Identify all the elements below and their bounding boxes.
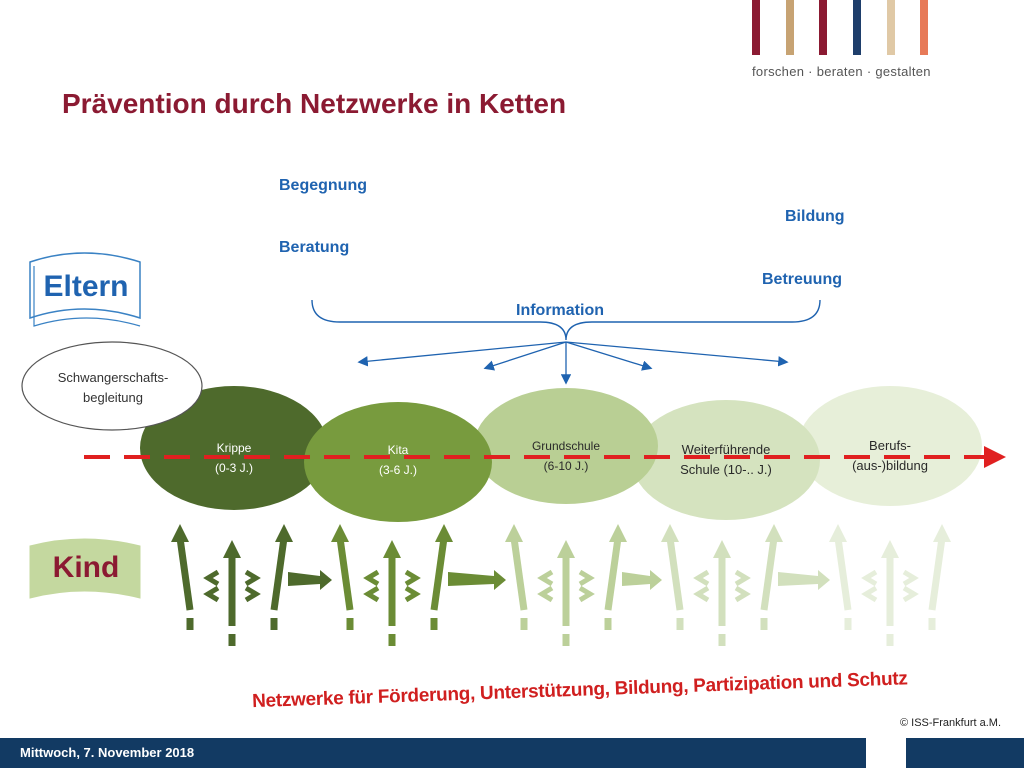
- bracket-mark: [861, 585, 878, 603]
- service-brace: [311, 299, 821, 341]
- kid-arrow: [331, 524, 354, 630]
- connector-arrow: [288, 570, 332, 590]
- bracket-mark: [203, 585, 220, 603]
- connector-arrow: [778, 570, 830, 590]
- kind-label: Kind: [52, 551, 120, 584]
- kid-figure-group: [505, 524, 627, 646]
- stage-age: (aus-)bildung: [852, 458, 928, 473]
- bracket-mark: [734, 585, 751, 603]
- pregnancy-line2: begleitung: [83, 390, 143, 405]
- bracket-mark: [537, 585, 554, 603]
- bracket-mark: [693, 585, 710, 603]
- kid-arrow: [383, 540, 401, 646]
- distribution-arrow: [565, 341, 653, 371]
- bracket-mark: [902, 569, 919, 587]
- label-beratung: Beratung: [279, 239, 350, 256]
- label-betreuung: Betreuung: [762, 271, 842, 288]
- distribution-arrow: [483, 341, 567, 371]
- pregnancy-label: Schwangerschafts- begleitung: [24, 368, 202, 408]
- bracket-mark: [861, 569, 878, 587]
- logo-bar: [786, 0, 794, 55]
- kid-arrow: [557, 540, 575, 646]
- connector-arrow: [622, 570, 662, 590]
- connector-arrow: [448, 570, 506, 590]
- stage-label-kita: Kita (3-6 J.): [338, 440, 458, 480]
- copyright: © ISS-Frankfurt a.M.: [900, 717, 1002, 729]
- stage-age: (6-10 J.): [543, 459, 589, 473]
- label-information: Information: [516, 302, 604, 319]
- stage-name: Grundschule: [531, 439, 601, 453]
- bracket-mark: [902, 585, 919, 603]
- stage-age: (0-3 J.): [214, 461, 253, 475]
- stage-label-krippe: Krippe (0-3 J.): [174, 438, 294, 478]
- bracket-mark: [203, 569, 220, 587]
- stage-label-weiterfuehrende: Weiterführende Schule (10-.. J.): [652, 440, 800, 480]
- stage-age: (3-6 J.): [378, 463, 417, 477]
- pregnancy-line1: Schwangerschafts-: [57, 370, 169, 385]
- bracket-mark: [404, 585, 421, 603]
- bracket-mark: [363, 569, 380, 587]
- kid-arrow: [713, 540, 731, 646]
- kid-arrow: [881, 540, 899, 646]
- kid-arrow: [661, 524, 684, 630]
- kid-arrow: [171, 524, 194, 630]
- kid-arrow: [928, 524, 951, 630]
- logo: [752, 0, 932, 55]
- page-title: Prävention durch Netzwerke in Ketten: [62, 88, 567, 119]
- bracket-mark: [244, 569, 261, 587]
- kid-figure-group: [171, 524, 293, 646]
- logo-bar: [853, 0, 861, 55]
- stage-label-berufsausbildung: Berufs- (aus-)bildung: [820, 436, 960, 476]
- kid-figure-group: [829, 524, 951, 646]
- stage-ellipse-kita: [304, 402, 492, 522]
- stage-name: Krippe: [216, 441, 252, 455]
- distribution-arrow: [565, 341, 789, 367]
- kid-arrow: [604, 524, 627, 630]
- label-bildung: Bildung: [785, 208, 845, 225]
- stage-ellipse-berufsausbildung: [798, 386, 982, 506]
- stage-age: Schule (10-.. J.): [680, 462, 772, 477]
- bracket-mark: [578, 569, 595, 587]
- stage-label-grundschule: Grundschule (6-10 J.): [506, 436, 626, 476]
- bracket-mark: [537, 569, 554, 587]
- logo-bar: [819, 0, 827, 55]
- stage-ellipse-grundschule: [474, 388, 658, 504]
- kid-arrow: [223, 540, 241, 646]
- stage-ellipse-weiterfuehrende: [632, 400, 820, 520]
- bracket-mark: [693, 569, 710, 587]
- kid-arrow: [270, 524, 293, 630]
- logo-bar: [920, 0, 928, 55]
- footer-date: Mittwoch, 7. November 2018: [20, 745, 195, 760]
- logo-bar: [752, 0, 760, 55]
- bracket-mark: [578, 585, 595, 603]
- footer-bar: [0, 738, 1024, 768]
- label-begegnung: Begegnung: [279, 177, 367, 194]
- tagline: forschen · beraten · gestalten: [752, 64, 931, 79]
- stage-name: Kita: [387, 443, 409, 457]
- kid-arrow: [505, 524, 528, 630]
- kid-figure-group: [661, 524, 783, 646]
- eltern-banner: [29, 252, 141, 320]
- distribution-arrow: [357, 341, 567, 367]
- bracket-mark: [244, 585, 261, 603]
- kid-arrow: [430, 524, 453, 630]
- kid-arrow: [829, 524, 852, 630]
- bracket-mark: [734, 569, 751, 587]
- eltern-label: Eltern: [43, 270, 129, 303]
- bracket-mark: [363, 585, 380, 603]
- pregnancy-ellipse: [21, 341, 203, 431]
- stage-name: Berufs-: [869, 438, 911, 453]
- kid-arrow: [760, 524, 783, 630]
- timeline-arrowhead: [984, 446, 1006, 468]
- stage-ellipse-krippe: [140, 386, 328, 510]
- footer-gap: [866, 738, 906, 768]
- bracket-mark: [404, 569, 421, 587]
- stage-name: Weiterführende: [681, 442, 771, 457]
- kind-banner: [29, 538, 141, 599]
- logo-bar: [887, 0, 895, 55]
- kid-figure-group: [331, 524, 453, 646]
